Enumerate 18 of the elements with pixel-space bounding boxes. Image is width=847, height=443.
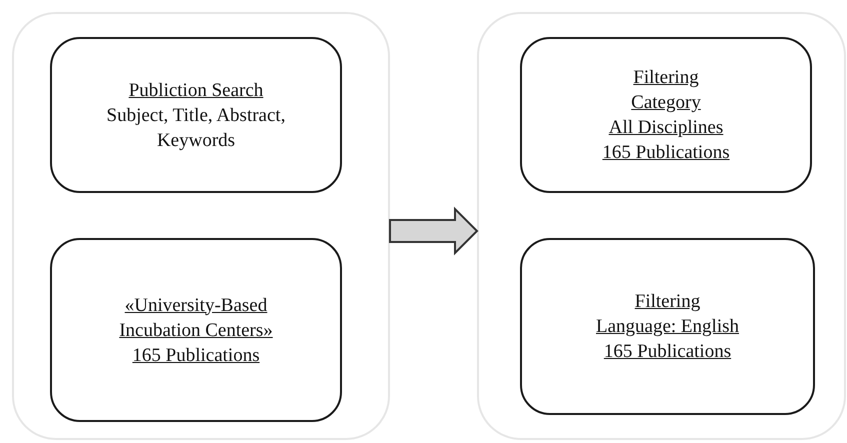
underlined-text: «University-Based Incubation Centers» [118, 294, 274, 342]
body-text: Subject, Title, Abstract, Keywords [106, 104, 286, 152]
process-box [520, 37, 812, 193]
process-box [520, 238, 815, 415]
block-arrow [389, 206, 478, 256]
process-box [50, 238, 342, 422]
underlined-text: Publiction Search [128, 78, 264, 102]
underlined-text: Category [631, 91, 701, 115]
underlined-text: 165 Publications [602, 141, 730, 165]
process-box [50, 37, 342, 193]
underlined-text: Language: English [596, 315, 739, 339]
underlined-text: All Disciplines [608, 116, 724, 140]
panel-background [12, 12, 390, 440]
underlined-text: Filtering [634, 290, 700, 314]
underlined-text: 165 Publications [132, 344, 260, 368]
panel-background [477, 12, 846, 440]
underlined-text: 165 Publications [604, 340, 732, 364]
underlined-text: Filtering [633, 66, 699, 90]
